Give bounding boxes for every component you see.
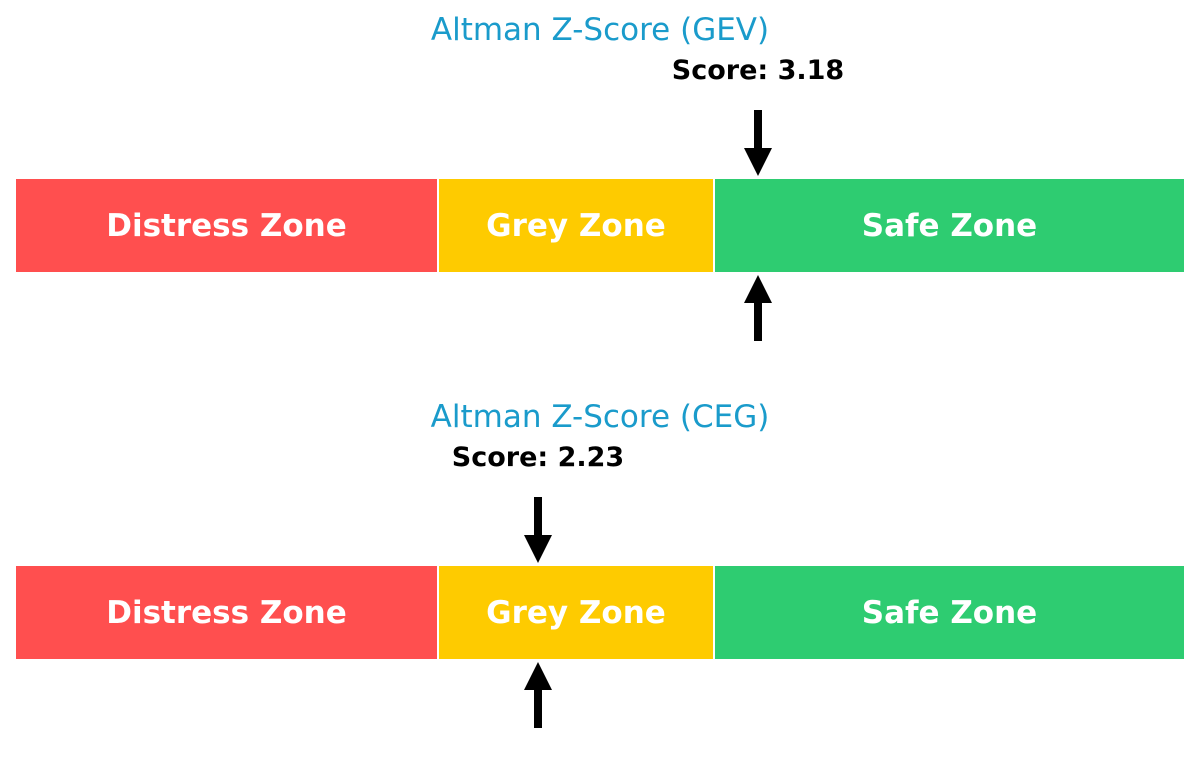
arrow-up-icon bbox=[744, 275, 772, 341]
zscore-panel-ceg: Altman Z-Score (CEG) Score: 2.23 Distres… bbox=[0, 387, 1200, 774]
score-label: Score: 3.18 bbox=[671, 55, 845, 86]
zone-label: Grey Zone bbox=[486, 207, 666, 244]
zone-label: Distress Zone bbox=[106, 207, 347, 244]
zone-bar: Distress Zone Grey Zone Safe Zone bbox=[16, 179, 1184, 272]
distress-zone: Distress Zone bbox=[16, 179, 439, 272]
zone-label: Grey Zone bbox=[486, 594, 666, 631]
arrow-down-icon bbox=[744, 110, 772, 176]
chart-title: Altman Z-Score (CEG) bbox=[430, 399, 770, 435]
zone-label: Distress Zone bbox=[106, 594, 347, 631]
distress-zone: Distress Zone bbox=[16, 566, 439, 659]
arrow-up-icon bbox=[524, 662, 552, 728]
score-label: Score: 2.23 bbox=[451, 442, 625, 473]
arrow-down-icon bbox=[524, 497, 552, 563]
chart-title: Altman Z-Score (GEV) bbox=[430, 12, 770, 48]
zone-bar: Distress Zone Grey Zone Safe Zone bbox=[16, 566, 1184, 659]
grey-zone: Grey Zone bbox=[439, 179, 715, 272]
zone-label: Safe Zone bbox=[861, 594, 1038, 631]
safe-zone: Safe Zone bbox=[715, 179, 1184, 272]
zscore-panel-gev: Altman Z-Score (GEV) Score: 3.18 Distres… bbox=[16, 12, 1184, 341]
grey-zone: Grey Zone bbox=[439, 566, 715, 659]
safe-zone: Safe Zone bbox=[715, 566, 1184, 659]
zone-label: Safe Zone bbox=[861, 207, 1038, 244]
